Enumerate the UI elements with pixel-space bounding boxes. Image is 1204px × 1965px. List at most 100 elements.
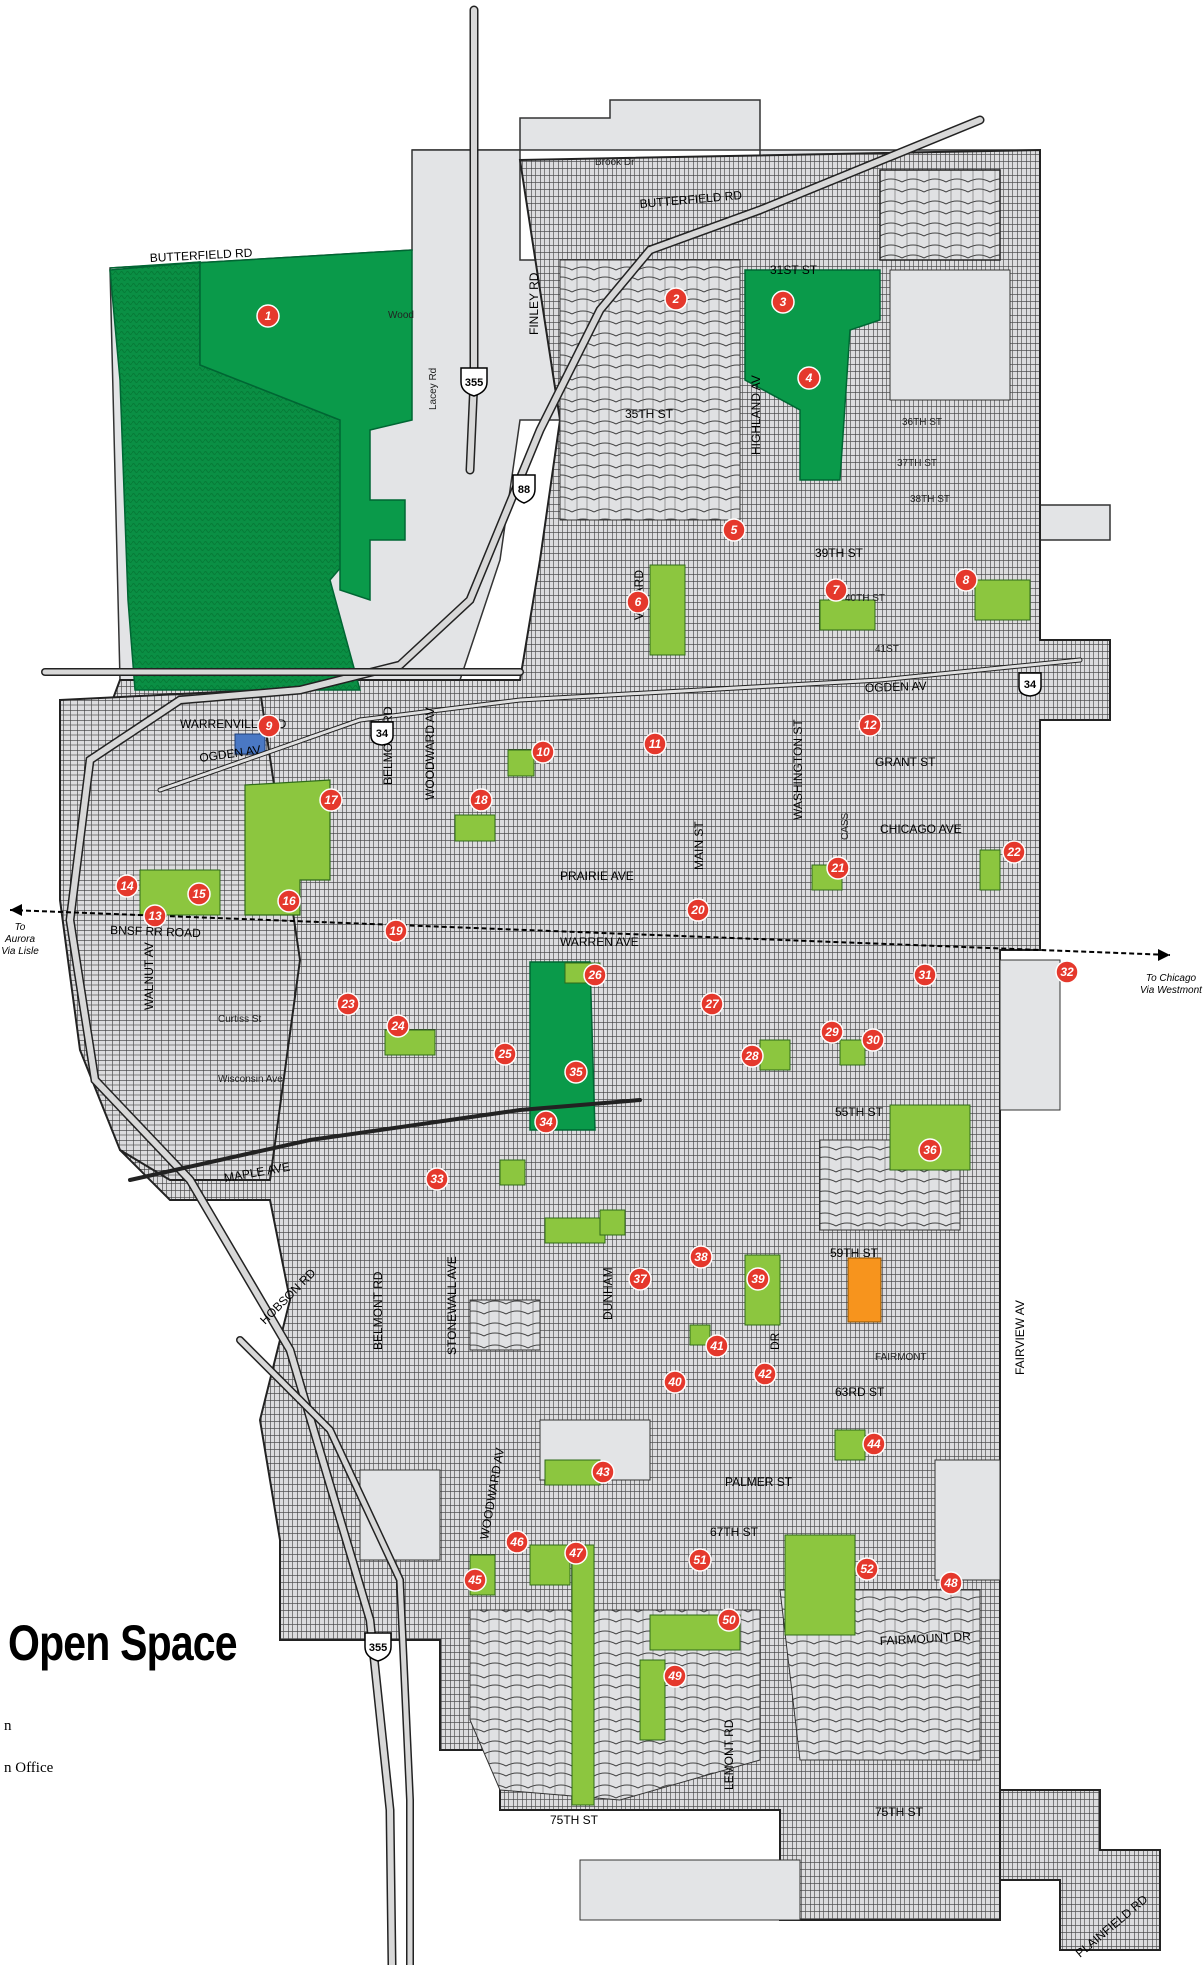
park-marker-circle [746, 1267, 770, 1291]
west-direction-label: To Aurora Via Lisle [1, 922, 39, 957]
park-marker-12[interactable]: 12 [858, 713, 882, 737]
park-marker-43[interactable]: 43 [591, 1460, 615, 1484]
park-marker-48[interactable]: 48 [939, 1571, 963, 1595]
park-marker-44[interactable]: 44 [862, 1432, 886, 1456]
park-marker-circle [187, 882, 211, 906]
park-marker-3[interactable]: 3 [771, 290, 795, 314]
park-marker-number: 51 [693, 1553, 707, 1567]
park-marker-29[interactable]: 29 [820, 1020, 844, 1044]
park-marker-14[interactable]: 14 [115, 874, 139, 898]
park-marker-circle [531, 740, 555, 764]
legend-note-2: n Office [4, 1760, 54, 1776]
west-arrow-icon [10, 904, 22, 916]
park-marker-2[interactable]: 2 [664, 287, 688, 311]
park-marker-18[interactable]: 18 [469, 788, 493, 812]
park-marker-9[interactable]: 9 [257, 714, 281, 738]
park-marker-circle [564, 1060, 588, 1084]
city-blocks [59, 99, 1161, 1951]
park-marker-17[interactable]: 17 [319, 788, 343, 812]
park-marker-number: 21 [830, 861, 845, 875]
park-marker-circle [688, 1548, 712, 1572]
park-marker-number: 12 [863, 718, 877, 732]
park-marker-circle [386, 1014, 410, 1038]
park-marker-40[interactable]: 40 [663, 1370, 687, 1394]
park-marker-8[interactable]: 8 [954, 568, 978, 592]
park-marker-27[interactable]: 27 [700, 992, 724, 1016]
park-marker-5[interactable]: 5 [722, 518, 746, 542]
park-marker-28[interactable]: 28 [740, 1044, 764, 1068]
park-marker-circle [143, 904, 167, 928]
park-marker-circle [534, 1110, 558, 1134]
park-marker-11[interactable]: 11 [643, 732, 667, 756]
street-35th: 35TH ST [625, 407, 674, 421]
park-marker-24[interactable]: 24 [386, 1014, 410, 1038]
park-marker-51[interactable]: 51 [688, 1548, 712, 1572]
park-marker-circle [505, 1530, 529, 1554]
park-marker-10[interactable]: 10 [531, 740, 555, 764]
street-wisconsin: Wisconsin Ave [218, 1074, 283, 1085]
street-59th: 59TH ST [830, 1246, 879, 1260]
park-marker-circle [826, 856, 850, 880]
park-marker-38[interactable]: 38 [689, 1245, 713, 1269]
park-marker-19[interactable]: 19 [384, 919, 408, 943]
park-marker-number: 38 [694, 1250, 708, 1264]
street-31st: 31ST ST [770, 263, 818, 277]
park-marker-20[interactable]: 20 [686, 898, 710, 922]
park-marker-circle [717, 1608, 741, 1632]
park-marker-30[interactable]: 30 [861, 1028, 885, 1052]
park-marker-circle [663, 1664, 687, 1688]
park-marker-33[interactable]: 33 [425, 1167, 449, 1191]
park-marker-6[interactable]: 6 [626, 590, 650, 614]
street-walnut: WALNUT AV [142, 942, 156, 1010]
park-marker-35[interactable]: 35 [564, 1060, 588, 1084]
park-marker-37[interactable]: 37 [628, 1267, 652, 1291]
park-marker-36[interactable]: 36 [918, 1138, 942, 1162]
street-curtiss: Curtiss St [218, 1014, 262, 1025]
interstate-shield-icon: 88 [512, 474, 536, 504]
park-marker-circle [643, 732, 667, 756]
park-marker-number: 22 [1006, 845, 1021, 859]
park-marker-number: 4 [805, 371, 813, 385]
park-marker-1[interactable]: 1 [256, 304, 280, 328]
park-marker-26[interactable]: 26 [583, 963, 607, 987]
park-marker-50[interactable]: 50 [717, 1608, 741, 1632]
park-marker-number: 34 [539, 1115, 553, 1129]
park-marker-52[interactable]: 52 [855, 1557, 879, 1581]
street-palmer: PALMER ST [725, 1475, 793, 1489]
park-marker-4[interactable]: 4 [797, 366, 821, 390]
park-marker-46[interactable]: 46 [505, 1530, 529, 1554]
park-marker-23[interactable]: 23 [336, 992, 360, 1016]
park-marker-7[interactable]: 7 [824, 578, 848, 602]
park-marker-49[interactable]: 49 [663, 1664, 687, 1688]
i355-south-number: 355 [369, 1642, 387, 1654]
park-marker-22[interactable]: 22 [1002, 840, 1026, 864]
street-bnsf: BNSF RR ROAD [110, 923, 201, 940]
park-marker-circle [319, 788, 343, 812]
street-55th: 55TH ST [835, 1105, 884, 1119]
park-marker-34[interactable]: 34 [534, 1110, 558, 1134]
legend-note-1: n [4, 1718, 12, 1734]
street-dr: DR [768, 1332, 782, 1350]
park-marker-16[interactable]: 16 [277, 889, 301, 913]
park-marker-circle [256, 304, 280, 328]
park-marker-number: 37 [633, 1272, 648, 1286]
park-marker-39[interactable]: 39 [746, 1267, 770, 1291]
park-marker-41[interactable]: 41 [705, 1334, 729, 1358]
park-marker-13[interactable]: 13 [143, 904, 167, 928]
park-marker-21[interactable]: 21 [826, 856, 850, 880]
park-marker-42[interactable]: 42 [753, 1362, 777, 1386]
park-marker-circle [858, 713, 882, 737]
park-marker-45[interactable]: 45 [463, 1568, 487, 1592]
park-marker-32[interactable]: 32 [1055, 960, 1079, 984]
park-marker-31[interactable]: 31 [913, 963, 937, 987]
park-marker-circle [855, 1557, 879, 1581]
park-marker-number: 31 [918, 968, 932, 982]
park-marker-number: 36 [923, 1143, 937, 1157]
park-marker-47[interactable]: 47 [564, 1541, 588, 1565]
park-marker-15[interactable]: 15 [187, 882, 211, 906]
street-butterfield-w: BUTTERFIELD RD [149, 246, 253, 265]
park-marker-number: 39 [751, 1272, 765, 1286]
park-marker-number: 29 [824, 1025, 839, 1039]
park-marker-25[interactable]: 25 [493, 1042, 517, 1066]
